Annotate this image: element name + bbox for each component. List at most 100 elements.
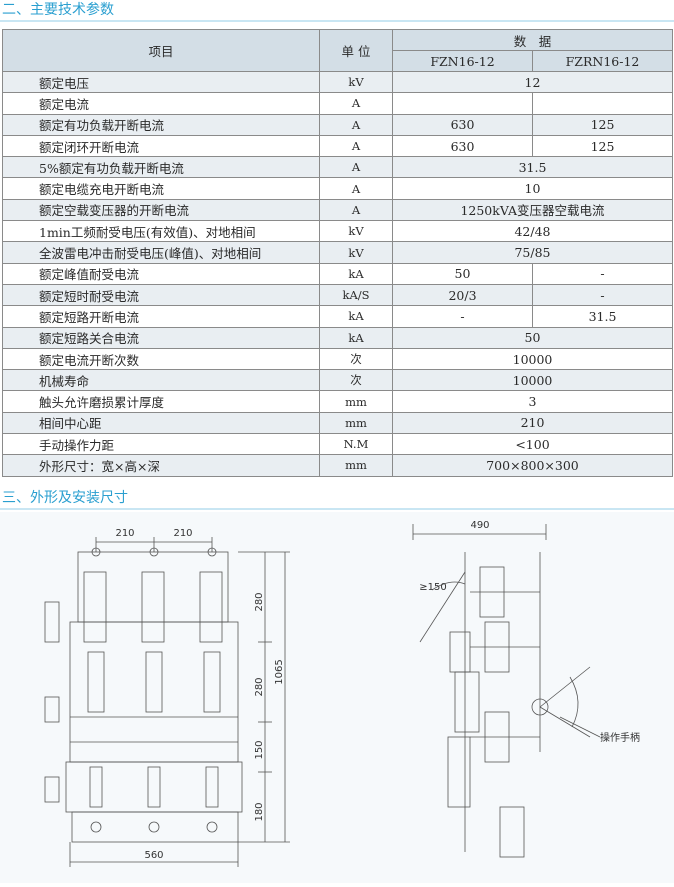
table-cell: 31.5 <box>391 156 674 179</box>
table-cell: 手动操作力距 <box>2 433 320 456</box>
dim-label: ≥150 <box>419 582 446 593</box>
table-cell: 次 <box>319 347 393 371</box>
header-item: 项目 <box>2 29 320 72</box>
table-cell: 50 <box>391 326 674 349</box>
section-heading-specs: 二、主要技术参数 <box>0 0 674 24</box>
header-unit: 单 位 <box>319 29 393 72</box>
table-cell: 75/85 <box>391 241 674 264</box>
table-cell: 全波雷电冲击耐受电压(峰值)、对地相间 <box>2 241 320 264</box>
table-cell: kA <box>319 326 393 349</box>
table-cell: - <box>392 305 533 328</box>
table-cell: 700×800×300 <box>391 454 674 477</box>
table-cell: 额定有功负载开断电流 <box>2 113 320 136</box>
table-cell: 125 <box>531 134 674 158</box>
table-cell: kA <box>319 305 393 328</box>
table-cell: 额定短路开断电流 <box>2 305 320 328</box>
table-cell: kV <box>319 220 393 243</box>
table-cell: 10000 <box>391 369 674 392</box>
table-cell: 额定空载变压器的开断电流 <box>2 198 320 222</box>
table-cell: 210 <box>391 411 674 435</box>
table-cell <box>531 92 674 115</box>
table-cell: 次 <box>319 369 393 392</box>
table-cell: A <box>319 198 393 222</box>
table-cell: 触头允许磨损累计厚度 <box>2 390 320 413</box>
section-title: 三、外形及安装尺寸 <box>2 490 128 506</box>
dim-label: 180 <box>254 802 265 821</box>
front-view-drawing <box>44 537 290 867</box>
dim-label: 150 <box>254 740 265 759</box>
dim-label: 280 <box>254 677 265 696</box>
dim-label: 280 <box>254 592 265 611</box>
table-cell: 外形尺寸：宽×高×深 <box>2 454 320 477</box>
table-cell: 5%额定有功负载开断电流 <box>2 156 320 179</box>
table-cell: 额定短时耐受电流 <box>2 283 320 307</box>
table-cell: 12 <box>391 70 674 94</box>
side-view-drawing <box>412 524 601 858</box>
table-cell: 相间中心距 <box>2 411 320 435</box>
header-model-b: FZRN16-12 <box>531 50 674 72</box>
table-cell: 10000 <box>391 347 674 371</box>
table-cell: 125 <box>531 113 674 136</box>
table-cell: 额定闭环开断电流 <box>2 134 320 158</box>
dimension-drawings: 210 210 560 280 280 1065 150 180 <box>44 520 640 867</box>
dim-label: 490 <box>470 520 489 531</box>
table-cell: 3 <box>391 390 674 413</box>
table-cell: 额定峰值耐受电流 <box>2 262 320 285</box>
dim-label: 210 <box>115 528 134 539</box>
table-cell: 42/48 <box>391 220 674 243</box>
table-cell: - <box>531 283 674 307</box>
header-data: 数 据 <box>391 29 674 51</box>
section-heading-dimensions: 三、外形及安装尺寸 <box>0 488 674 512</box>
table-cell: 630 <box>392 113 533 136</box>
table-cell: 1min工频耐受电压(有效值)、对地相间 <box>2 220 320 243</box>
table-cell: <100 <box>391 433 674 456</box>
table-cell: 20/3 <box>392 283 533 307</box>
table-cell: 额定短路关合电流 <box>2 326 320 349</box>
section-divider <box>0 20 674 22</box>
table-cell: 1250kVA变压器空载电流 <box>391 198 674 222</box>
table-cell: 额定电流 <box>2 92 320 115</box>
table-cell: A <box>319 134 393 158</box>
table-cell: A <box>319 177 393 200</box>
table-cell: kV <box>319 241 393 264</box>
table-cell: 10 <box>391 177 674 200</box>
header-model-a: FZN16-12 <box>392 50 533 72</box>
table-cell: kA/S <box>319 283 393 307</box>
table-cell: A <box>319 156 393 179</box>
table-cell: mm <box>319 390 393 413</box>
dim-label: 1065 <box>274 659 285 684</box>
dim-label: 560 <box>144 850 163 861</box>
table-cell: 机械寿命 <box>2 369 320 392</box>
table-cell: mm <box>319 411 393 435</box>
table-cell: 31.5 <box>531 305 674 328</box>
section-divider <box>0 508 674 510</box>
table-cell: 50 <box>392 262 533 285</box>
section-title: 二、主要技术参数 <box>2 2 114 18</box>
table-cell: N.M <box>319 433 393 456</box>
table-cell: kV <box>319 70 393 94</box>
table-cell: kA <box>319 262 393 285</box>
table-cell: A <box>319 92 393 115</box>
table-cell: 630 <box>392 134 533 158</box>
table-cell: mm <box>319 454 393 477</box>
table-cell: 额定电压 <box>2 70 320 94</box>
table-cell: A <box>319 113 393 136</box>
table-cell <box>392 92 533 115</box>
